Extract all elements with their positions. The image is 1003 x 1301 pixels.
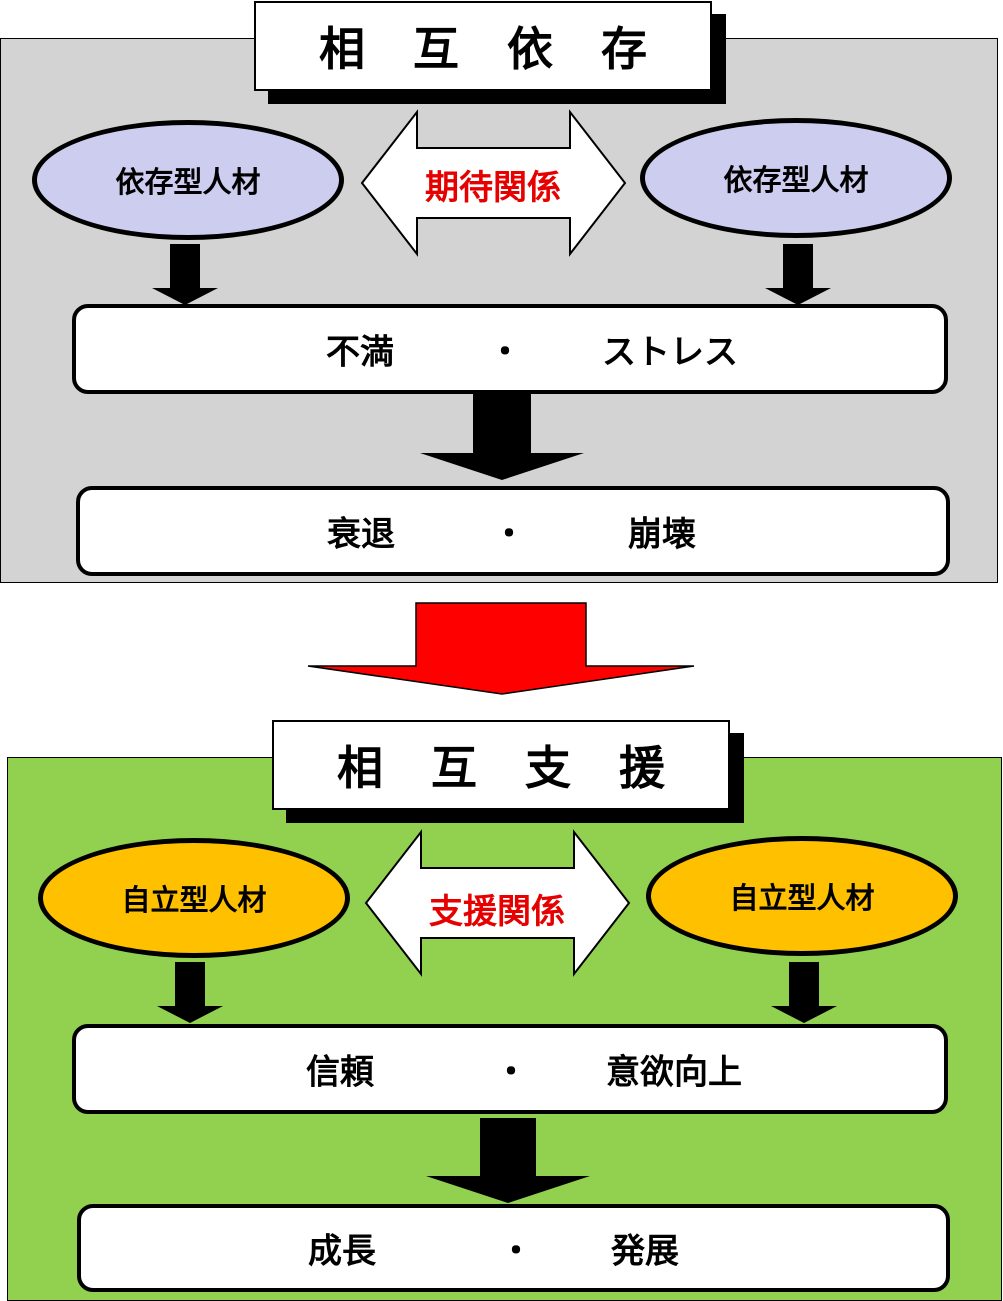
title-char: 援 bbox=[619, 741, 665, 795]
independent-talent-node-right: 自立型人材 bbox=[646, 836, 958, 956]
expectation-relation-label: 期待関係 bbox=[425, 167, 561, 208]
decline-collapse-box: 衰退 ・ 崩壊 bbox=[76, 486, 950, 576]
node-label: 自立型人材 bbox=[729, 881, 875, 915]
support-relation-label: 支援関係 bbox=[429, 891, 565, 932]
box-right-text: 意欲向上 bbox=[606, 1052, 742, 1093]
growth-development-box: 成長 ・ 発展 bbox=[77, 1204, 950, 1292]
title-char: 存 bbox=[601, 22, 647, 76]
title-char: 互 bbox=[431, 741, 477, 795]
box-separator: ・ bbox=[494, 1052, 528, 1093]
box-left-text: 信頼 bbox=[306, 1052, 374, 1093]
box-right-text: 崩壊 bbox=[628, 514, 696, 555]
node-label: 自立型人材 bbox=[121, 883, 267, 917]
box-separator: ・ bbox=[488, 332, 522, 373]
dissatisfaction-stress-box: 不満 ・ ストレス bbox=[72, 304, 948, 394]
dependent-talent-node-left: 依存型人材 bbox=[32, 120, 344, 240]
title-char: 互 bbox=[413, 22, 459, 76]
box-left-text: 不満 bbox=[326, 332, 394, 373]
title-char: 相 bbox=[337, 741, 383, 795]
box-right-text: ストレス bbox=[602, 332, 738, 373]
box-right-text: 発展 bbox=[611, 1231, 679, 1272]
box-left-text: 衰退 bbox=[327, 514, 395, 555]
interdependence-title: 相 互 依 存 bbox=[254, 1, 712, 91]
mutual-support-title: 相 互 支 援 bbox=[272, 720, 730, 810]
title-char: 支 bbox=[525, 741, 571, 795]
independent-talent-node-left: 自立型人材 bbox=[38, 838, 350, 958]
trust-motivation-box: 信頼 ・ 意欲向上 bbox=[72, 1024, 948, 1114]
box-left-text: 成長 bbox=[308, 1231, 376, 1272]
title-char: 相 bbox=[319, 22, 365, 76]
dependent-talent-node-right: 依存型人材 bbox=[640, 118, 952, 238]
node-label: 依存型人材 bbox=[115, 165, 261, 199]
title-char: 依 bbox=[507, 22, 553, 76]
box-separator: ・ bbox=[499, 1231, 533, 1272]
box-separator: ・ bbox=[492, 514, 526, 555]
node-label: 依存型人材 bbox=[723, 163, 869, 197]
